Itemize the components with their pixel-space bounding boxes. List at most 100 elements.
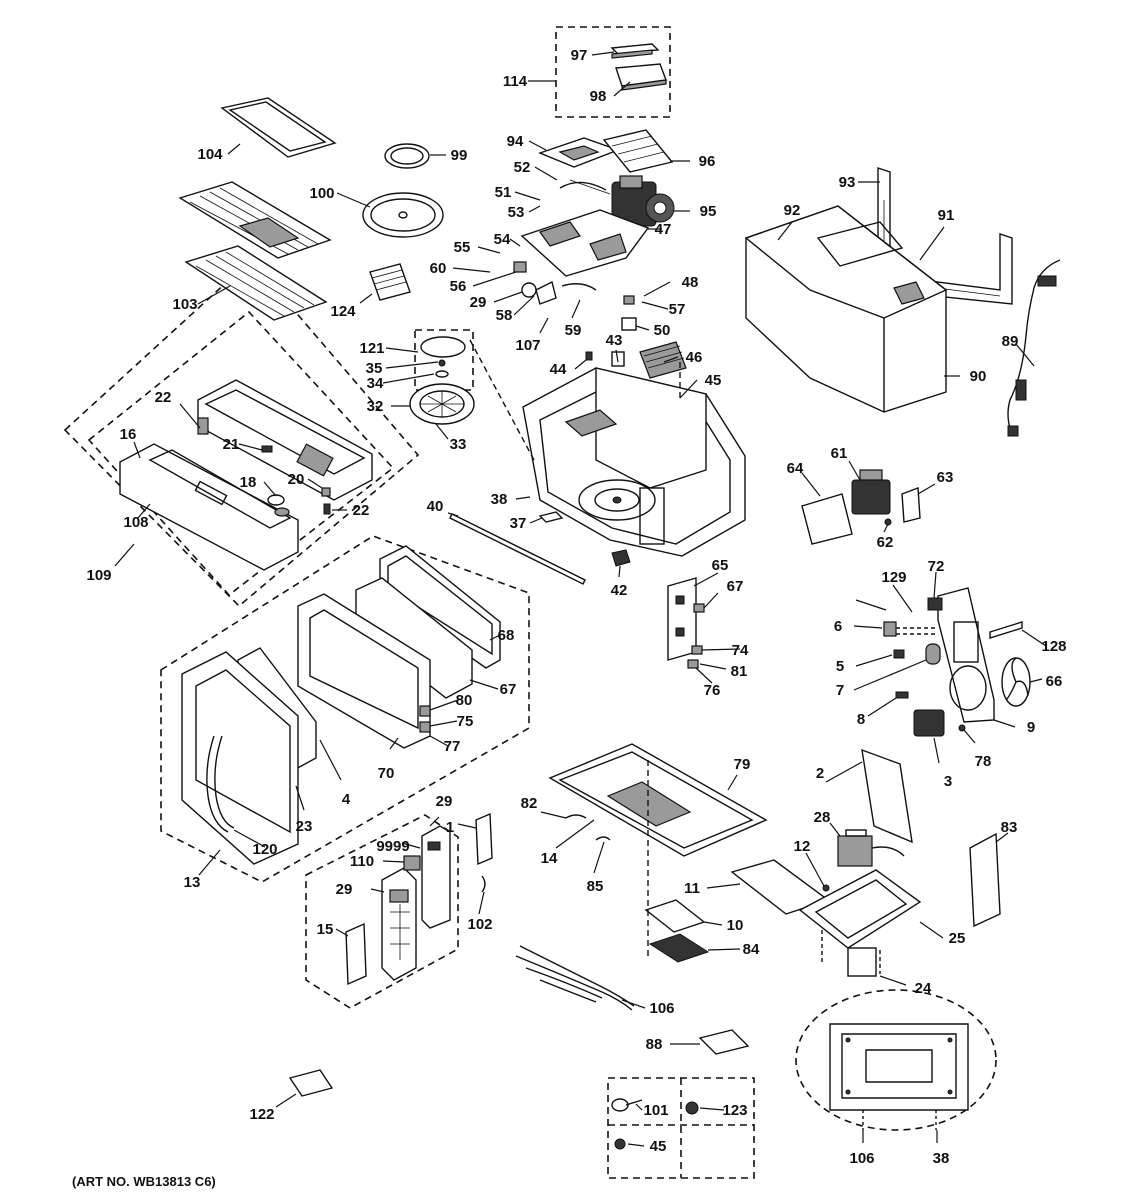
part-label-9999: 9999: [376, 838, 409, 855]
part-96-drawing: [602, 129, 674, 173]
part-52-wire: [559, 181, 607, 191]
part-label-91: 91: [938, 207, 955, 224]
part-label-35: 35: [366, 360, 383, 377]
part-88-drawing: [515, 945, 635, 1011]
part-45-hardware-drawing: [685, 1101, 699, 1115]
part-13-drawing: [421, 825, 451, 929]
part-label-103: 103: [172, 296, 197, 313]
part-1-drawing: [206, 735, 229, 833]
part-15-drawing: [481, 875, 486, 893]
part-5-drawing: [297, 593, 431, 749]
part-label-72: 72: [928, 558, 945, 575]
part-98-drawing: [615, 63, 667, 91]
part-label-110: 110: [350, 853, 374, 870]
part-wall-plate-drawing: [829, 1023, 969, 1111]
part-label-16: 16: [120, 426, 137, 443]
part-label-96: 96: [699, 153, 716, 170]
part-label-57: 57: [669, 301, 686, 318]
part-75-drawing: [925, 643, 941, 665]
part-label-18: 18: [240, 474, 257, 491]
part-label-13: 13: [184, 874, 201, 891]
part-47-drawing: [520, 179, 650, 277]
part-label-6: 6: [834, 618, 842, 635]
group-box-109: [63, 258, 420, 608]
part-23-drawing: [548, 743, 768, 857]
part-label-107: 107: [515, 337, 540, 354]
group-box-110: [160, 535, 530, 883]
part-101-drawing: [288, 1069, 334, 1097]
part-14-drawing: [475, 812, 493, 866]
part-label-42: 42: [611, 582, 628, 599]
group-box-wall-plate: [795, 989, 997, 1131]
part-label-129: 129: [881, 569, 906, 586]
part-32-drawing: [409, 383, 475, 425]
art-number: (ART NO. WB13813 C6): [72, 1174, 216, 1189]
part-label-45: 45: [650, 1138, 667, 1155]
part-104-drawing: [220, 97, 337, 158]
part-61-drawing: [851, 469, 891, 515]
part-label-55: 55: [454, 239, 471, 256]
part-label-48: 48: [682, 274, 699, 291]
part-label-60: 60: [430, 260, 447, 277]
part-48-drawing: [623, 295, 635, 305]
part-label-76: 76: [704, 682, 721, 699]
part-42-drawing: [611, 549, 631, 567]
part-label-106: 106: [849, 1150, 874, 1167]
part-78-drawing: [913, 709, 945, 737]
part-99-drawing: [384, 143, 430, 169]
part-label-22: 22: [155, 389, 172, 406]
part-label-77: 77: [444, 738, 461, 755]
part-label-67: 67: [500, 681, 517, 698]
part-95-drawing: [611, 175, 675, 227]
part-label-9: 9: [1027, 719, 1035, 736]
part-label-90: 90: [970, 368, 987, 385]
part-label-99: 99: [451, 147, 468, 164]
part-label-92: 92: [784, 202, 801, 219]
part-82-drawing: [861, 748, 913, 844]
part-label-70: 70: [378, 765, 395, 782]
part-label-24: 24: [915, 980, 932, 997]
part-77-drawing: [895, 691, 909, 699]
part-label-32: 32: [367, 398, 384, 415]
part-97-drawing: [610, 43, 660, 59]
part-label-101: 101: [643, 1102, 668, 1119]
part-121-drawing: [420, 336, 466, 358]
part-label-21: 21: [223, 436, 240, 453]
part-label-98: 98: [590, 88, 607, 105]
part-label-29: 29: [470, 294, 487, 311]
part-123-drawing: [611, 1098, 643, 1112]
part-label-61: 61: [831, 445, 848, 462]
part-label-33: 33: [450, 436, 467, 453]
part-label-54: 54: [494, 231, 511, 248]
part-label-95: 95: [700, 203, 717, 220]
part-64-drawing: [801, 493, 853, 545]
part-25-drawing: [644, 899, 706, 933]
group-box-108: [87, 310, 395, 597]
part-label-10: 10: [727, 917, 744, 934]
part-label-56: 56: [450, 278, 467, 295]
part-56-drawing: [513, 261, 527, 273]
part-128-drawing: [883, 621, 897, 637]
part-122-drawing: [698, 1029, 750, 1055]
part-72-drawing: [927, 597, 943, 611]
part-label-109: 109: [86, 567, 111, 584]
part-label-67: 67: [727, 578, 744, 595]
part-label-64: 64: [787, 460, 804, 477]
part-label-14: 14: [541, 850, 558, 867]
part-label-120: 120: [252, 841, 277, 858]
part-label-85: 85: [587, 878, 604, 895]
part-label-78: 78: [975, 753, 992, 770]
part-84-drawing: [798, 869, 922, 977]
part-label-40: 40: [427, 498, 444, 515]
part-label-37: 37: [510, 515, 527, 532]
part-label-34: 34: [367, 375, 384, 392]
part-label-46: 46: [686, 349, 703, 366]
part-label-94: 94: [507, 133, 524, 150]
part-18-drawing: [267, 494, 285, 506]
part-label-4: 4: [342, 791, 351, 808]
part-90-drawing: [744, 205, 948, 413]
part-label-121: 121: [359, 340, 384, 357]
part-50-drawing: [621, 317, 637, 331]
part-label-12: 12: [794, 838, 811, 855]
